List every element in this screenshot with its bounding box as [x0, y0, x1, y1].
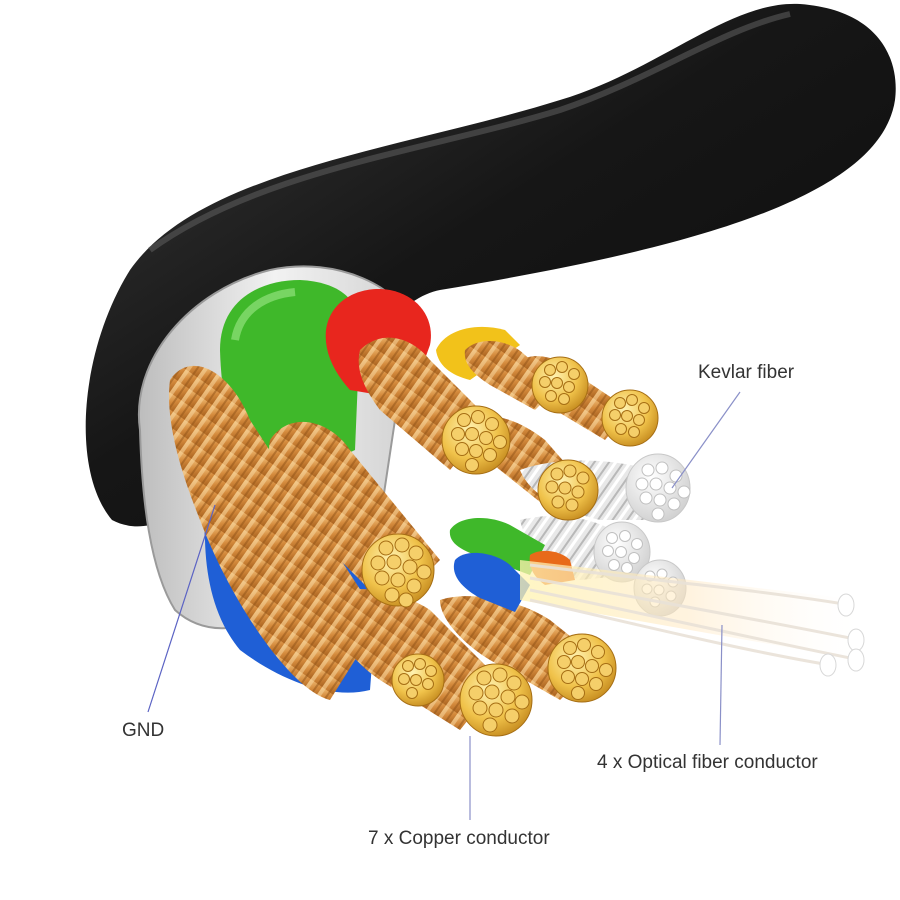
copper-end-3 — [531, 356, 589, 414]
copper-end-6 — [459, 663, 533, 737]
gnd-leader-line — [147, 504, 216, 713]
kevlar-end-2 — [593, 521, 651, 583]
optical-fiber-glow — [520, 560, 860, 660]
copper-end-8 — [391, 653, 445, 707]
copper-end-7 — [547, 633, 617, 703]
optical-fiber-strands — [529, 563, 861, 667]
copper-end-1 — [361, 533, 435, 608]
optical-fiber-tips — [819, 593, 865, 677]
optical-leader-line — [719, 624, 723, 746]
copper-conductor-label: 7 x Copper conductor — [368, 828, 550, 849]
copper-conductor-1-body — [169, 365, 380, 700]
gnd-label: GND — [122, 720, 165, 741]
optical-fiber-conductor-label: 4 x Optical fiber conductor — [597, 752, 818, 773]
kevlar-fiber-label: Kevlar fiber — [698, 362, 795, 383]
copper-end-4 — [601, 389, 659, 447]
copper-end-2 — [441, 405, 511, 475]
jacket-highlight — [148, 11, 791, 253]
kevlar-end-1 — [625, 453, 691, 523]
optical-fiber-blue-tube — [453, 552, 530, 612]
copper-end-5 — [537, 459, 599, 521]
kevlar-leader-line — [671, 391, 741, 489]
